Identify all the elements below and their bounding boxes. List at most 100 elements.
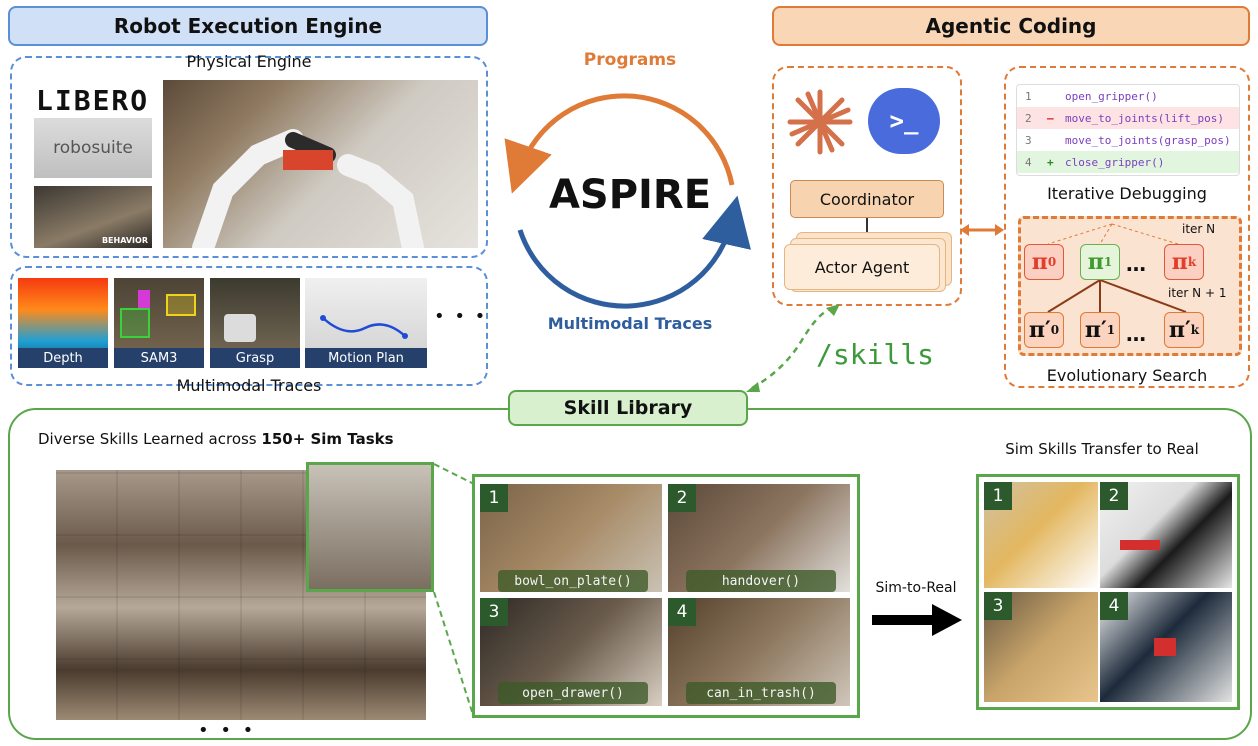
libero-logo: LIBERO — [36, 84, 150, 117]
motion-path — [320, 315, 408, 339]
aspire-title: ASPIRE — [548, 172, 712, 218]
skill-library-title: Skill Library — [508, 390, 748, 426]
debug-search-box — [1004, 66, 1250, 388]
behavior-logo: BEHAVIOR — [101, 236, 148, 245]
physical-engine-box — [10, 56, 488, 258]
motion-plan-trace-image: Motion Plan — [305, 278, 427, 368]
code-line-2: 2 – move_to_joints(lift_pos) — [1017, 107, 1239, 129]
diff-sign: – — [1047, 111, 1054, 125]
sim-to-real-arrow — [872, 604, 962, 636]
diverse-skills-label: Diverse Skills Learned across 150+ Sim T… — [38, 430, 394, 448]
grasp-caption: Grasp — [210, 348, 300, 368]
sim-skill-2: 2 handover() — [668, 484, 850, 592]
line-number: 4 — [1025, 155, 1032, 169]
diverse-skills-bold: 150+ Sim Tasks — [261, 430, 394, 448]
real-skills-label: Sim Skills Transfer to Real — [1005, 440, 1199, 458]
depth-trace-image: Depth — [18, 278, 108, 368]
mosaic-highlight — [306, 462, 434, 592]
real-skill-4-red-object — [1154, 638, 1176, 656]
bidirectional-arrow — [960, 224, 1004, 236]
diff-sign: + — [1047, 155, 1054, 169]
evolution-tree — [1047, 223, 1187, 313]
multimodal-traces-label: Multimodal Traces — [176, 376, 322, 395]
agentic-coding-title: Agentic Coding — [772, 6, 1250, 46]
coordinator-to-actor-arrow — [866, 218, 868, 240]
robot-engine-title: Robot Execution Engine — [8, 6, 488, 46]
terminal-agent-icon: >_ — [868, 88, 940, 154]
diverse-skills-prefix: Diverse Skills Learned across — [38, 430, 262, 448]
sam3-caption: SAM3 — [114, 348, 204, 368]
code-line-4: 4 + close_gripper() — [1017, 151, 1239, 173]
zoom-lines — [433, 463, 475, 719]
robosuite-logo-text: robosuite — [53, 138, 133, 158]
real-robot-photo — [163, 80, 478, 248]
code-text: move_to_joints(lift_pos) — [1065, 111, 1224, 125]
sim-skill-1-number: 1 — [480, 484, 508, 512]
mosaic-ellipsis: • • • — [198, 720, 257, 741]
multimodal-traces-box — [10, 266, 488, 386]
motion-plan-caption: Motion Plan — [305, 348, 427, 368]
line-number: 2 — [1025, 111, 1032, 125]
sim-skill-4: 4 can_in_trash() — [668, 598, 850, 706]
skills-label: /skills — [816, 338, 935, 371]
real-skill-3-number: 3 — [984, 592, 1012, 620]
sim-skill-3: 3 open_drawer() — [480, 598, 662, 706]
code-diff-panel: 1 open_gripper() 2 – move_to_joints(lift… — [1016, 84, 1240, 176]
aspire-cycle — [504, 93, 751, 309]
real-skill-1: 1 — [984, 482, 1098, 588]
agents-box — [772, 66, 962, 306]
iter-n-label: iter N — [1182, 222, 1216, 236]
coordinator-box: Coordinator — [790, 180, 944, 218]
sim-skill-4-label: can_in_trash() — [686, 682, 836, 704]
grasp-mug — [224, 314, 256, 342]
policy-dots-1: … — [1126, 252, 1146, 276]
real-skill-1-number: 1 — [984, 482, 1012, 510]
sim-skill-1: 1 bowl_on_plate() — [480, 484, 662, 592]
iterative-debugging-label: Iterative Debugging — [1047, 184, 1207, 203]
skills-arrow — [746, 304, 840, 392]
robot-arm-illustration — [192, 129, 424, 248]
traces-ellipsis: • • • — [434, 306, 488, 327]
real-skill-4-number: 4 — [1100, 592, 1128, 620]
sim-to-real-label: Sim-to-Real — [875, 580, 957, 596]
claude-icon — [787, 89, 853, 155]
iter-n1-label: iter N + 1 — [1168, 286, 1227, 300]
evolutionary-search-label: Evolutionary Search — [1046, 366, 1208, 385]
real-skill-2: 2 — [1100, 482, 1232, 588]
sim-skill-3-number: 3 — [480, 598, 508, 626]
sam-mask-plate — [120, 308, 150, 338]
sim-skill-1-label: bowl_on_plate() — [498, 570, 648, 592]
actor-agent-box: Actor Agent — [784, 244, 940, 290]
line-number: 1 — [1025, 89, 1032, 103]
real-skill-2-red-object — [1120, 540, 1160, 550]
sam-mask-object — [138, 290, 150, 308]
real-skill-4: 4 — [1100, 592, 1232, 702]
grasp-trace-image: Grasp — [210, 278, 300, 368]
line-number: 3 — [1025, 133, 1032, 147]
real-skill-3: 3 — [984, 592, 1098, 702]
behavior-scene-image: BEHAVIOR — [34, 186, 152, 248]
code-text: close_gripper() — [1065, 155, 1165, 169]
real-skill-2-number: 2 — [1100, 482, 1128, 510]
physical-engine-label: Physical Engine — [186, 52, 312, 71]
sam3-trace-image: SAM3 — [114, 278, 204, 368]
sim-skill-2-label: handover() — [686, 570, 836, 592]
policy-pi-prime-1: π′1 — [1080, 312, 1120, 348]
policy-dots-2: … — [1126, 322, 1146, 346]
cycle-bottom-arc — [517, 195, 751, 309]
cycle-top-arc — [504, 93, 735, 194]
code-line-3: 3 move_to_joints(grasp_pos) — [1017, 129, 1239, 151]
code-text: move_to_joints(grasp_pos) — [1065, 133, 1231, 147]
sim-skill-3-label: open_drawer() — [498, 682, 648, 704]
multimodal-traces-cycle-label: Multimodal Traces — [547, 314, 713, 333]
policy-pi-prime-k: π′k — [1164, 312, 1204, 348]
sim-skill-4-number: 4 — [668, 598, 696, 626]
code-line-1: 1 open_gripper() — [1017, 85, 1239, 107]
sim-skill-2-number: 2 — [668, 484, 696, 512]
depth-caption: Depth — [18, 348, 108, 368]
policy-pi-prime-0: π′0 — [1024, 312, 1064, 348]
robosuite-logo-image: robosuite — [34, 118, 152, 178]
